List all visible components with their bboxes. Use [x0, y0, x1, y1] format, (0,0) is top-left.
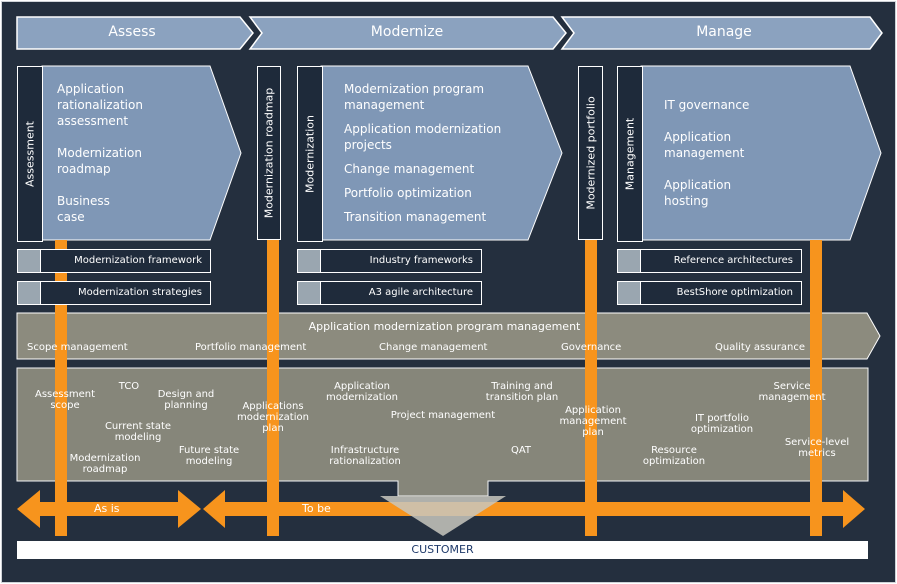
customer-funnel-arrow: [380, 496, 506, 536]
modernization-framework-box: Modernization framework: [17, 249, 211, 273]
modernize-arrow: [248, 16, 567, 50]
modernize-item-1: Modernization program management: [344, 82, 485, 112]
activity-project-management: Project management: [390, 410, 496, 421]
activity-qat: QAT: [510, 445, 532, 456]
manage-item-2: Application management: [664, 130, 745, 160]
orange-bar-portfolio: [585, 238, 597, 536]
modernize-item-2: Application modernization projects: [344, 122, 502, 152]
band-scope-management: Scope management: [27, 342, 128, 353]
activity-tco: TCO: [118, 381, 140, 392]
activity-application-modernization: Application modernization: [326, 381, 398, 403]
a3-agile-architecture-label: A3 agile architecture: [368, 287, 473, 298]
activity-current-state-modeling: Current state modeling: [104, 421, 172, 443]
activity-resource-optimization: Resource optimization: [642, 445, 706, 467]
activity-infrastructure-rationalization: Infrastructure rationalization: [329, 445, 401, 467]
portfolio-vertical-box: Modernized portfolio: [578, 66, 603, 240]
modernization-framework-label: Modernization framework: [74, 255, 202, 266]
modernize-item-4: Portfolio optimization: [344, 186, 472, 200]
orange-bar-assess: [55, 240, 67, 536]
manage-item-1: IT governance: [664, 98, 750, 112]
customer-bar: CUSTOMER: [17, 541, 868, 559]
industry-frameworks-label: Industry frameworks: [369, 255, 473, 266]
to-be-arrow: [203, 490, 865, 528]
industry-frameworks-box: Industry frameworks: [297, 249, 482, 273]
activity-service-management: Service management: [758, 381, 826, 403]
activity-applications-modernization-plan: Applications modernization plan: [237, 401, 309, 434]
band-portfolio-management: Portfolio management: [195, 342, 307, 353]
activity-design-and-planning: Design and planning: [157, 389, 215, 411]
band-governance: Governance: [561, 342, 622, 353]
modernization-strategies-label: Modernization strategies: [78, 287, 202, 298]
assess-arrow: [16, 16, 254, 50]
manage-arrow: [560, 16, 883, 50]
activity-application-management-plan: Application management plan: [559, 405, 627, 438]
assess-item-3: Business case: [57, 194, 110, 224]
orange-bar-manage: [810, 240, 822, 536]
program-band-title: Application modernization program manage…: [308, 320, 581, 333]
bestshore-optimization-box: BestShore optimization: [617, 281, 802, 305]
roadmap-vertical-box: Modernization roadmap: [257, 66, 281, 240]
modernize-item-3: Change management: [344, 162, 475, 176]
manage-item-3: Application hosting: [664, 178, 732, 208]
phase-manage-label: Manage: [696, 24, 752, 40]
program-band-shape: [16, 312, 881, 360]
management-vertical-box: Management: [617, 66, 643, 242]
as-is-arrow: [17, 490, 201, 528]
to-be-label: To be: [302, 502, 331, 515]
activity-modernization-roadmap: Modernization roadmap: [69, 453, 141, 475]
modernize-item-5: Transition management: [344, 210, 487, 224]
as-is-label: As is: [94, 502, 120, 515]
reference-architectures-label: Reference architectures: [673, 255, 793, 266]
activity-future-state-modeling: Future state modeling: [178, 445, 240, 467]
activity-assessment-scope: Assessment scope: [35, 389, 95, 411]
a3-agile-architecture-box: A3 agile architecture: [297, 281, 482, 305]
assessment-vertical-box: Assessment: [17, 66, 43, 242]
assess-item-2: Modernization roadmap: [57, 146, 142, 176]
modernization-vertical-box: Modernization: [297, 66, 323, 242]
reference-architectures-box: Reference architectures: [617, 249, 802, 273]
phase-assess-label: Assess: [108, 24, 156, 40]
modernization-strategies-box: Modernization strategies: [17, 281, 211, 305]
assess-item-1: Application rationalization assessment: [57, 82, 143, 128]
customer-label: CUSTOMER: [411, 543, 474, 556]
band-quality-assurance: Quality assurance: [715, 342, 806, 353]
band-change-management: Change management: [379, 342, 488, 353]
bestshore-optimization-label: BestShore optimization: [676, 287, 793, 298]
activity-service-level-metrics: Service-level metrics: [784, 437, 850, 459]
activity-training-and-transition-plan: Training and transition plan: [485, 381, 559, 403]
phase-modernize-label: Modernize: [370, 24, 444, 40]
orange-bar-roadmap: [267, 238, 279, 536]
activity-it-portfolio-optimization: IT portfolio optimization: [690, 413, 754, 435]
